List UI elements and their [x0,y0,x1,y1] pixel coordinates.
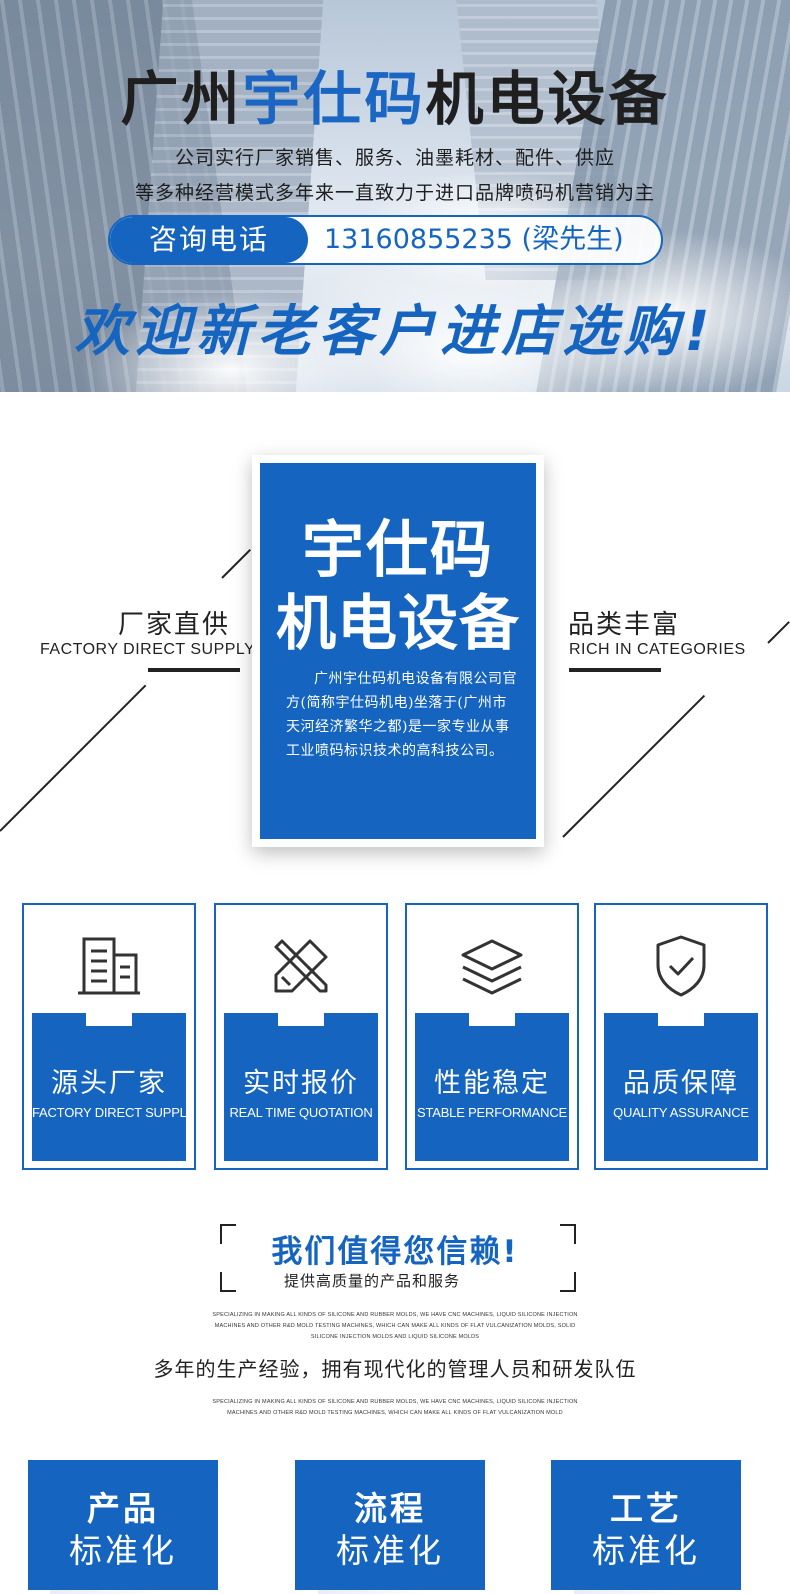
standard-block-title: 流程 [354,1489,426,1528]
welcome-slogan: 欢迎新老客户进店选购! [74,299,716,363]
feature-panel: 实时报价 REAL TIME QUOTATION [224,1012,378,1161]
factory-direct-heading: 厂家直供 [118,610,231,640]
decorative-line [0,684,147,832]
feature-subtitle: REAL TIME QUOTATION [229,1105,373,1120]
company-title-brand: 宇仕码 [242,65,426,133]
consult-phone-label: 咨询电话 [110,217,308,263]
banner-description-line2: 等多种经营模式多年来一直致力于进口品牌喷码机营销为主 [134,182,655,204]
panel-notch [469,1012,515,1026]
factory-direct-underline [148,668,240,672]
fineprint-line: SPECIALIZING IN MAKING ALL KINDS OF SILI… [212,1399,578,1405]
company-title-suffix: 机电设备 [425,65,670,133]
factory-direct-subheading: FACTORY DIRECT SUPPLY [40,641,256,658]
feature-card-performance: 性能稳定 STABLE PERFORMANCE [405,903,579,1170]
rich-categories-underline [569,668,661,672]
standard-block-title: 产品 [87,1489,159,1528]
panel-notch [86,1012,132,1026]
decorative-line [562,694,706,838]
feature-panel: 品质保障 QUALITY ASSURANCE [604,1012,758,1161]
company-intro-card: 宇仕码 机电设备 广州宇仕码机电设备有限公司官方(简称宇仕码机电)坐落于(广州市… [252,455,544,847]
standard-block-craft: 工艺 标准化 [551,1460,741,1590]
feature-card-quality: 品质保障 QUALITY ASSURANCE [594,903,768,1170]
feature-title: 品质保障 [623,1068,739,1099]
standard-block-process: 流程 标准化 [295,1460,485,1590]
feature-title: 源头厂家 [51,1068,167,1099]
rich-categories-subheading: RICH IN CATEGORIES [569,641,746,658]
feature-card-quotation: 实时报价 REAL TIME QUOTATION [214,903,388,1170]
standard-block-title: 工艺 [610,1489,682,1528]
pencil-ruler-icon [274,939,328,993]
rich-categories-heading: 品类丰富 [568,610,681,640]
layers-icon [461,939,523,995]
experience-statement: 多年的生产经验，拥有现代化的管理人员和研发队伍 [153,1357,637,1381]
panel-notch [278,1012,324,1026]
building-icon [78,937,140,995]
shield-check-icon [656,935,706,997]
bracket-corner [220,1272,236,1292]
fineprint-line: SILICONE INJECTION MOLDS AND LIQUID SILI… [310,1334,480,1340]
fineprint-line: MACHINES AND OTHER R&D MOLD TESTING MACH… [214,1323,576,1329]
decorative-line [221,549,251,579]
fineprint-line: SPECIALIZING IN MAKING ALL KINDS OF SILI… [212,1312,578,1318]
consult-phone-number[interactable]: 13160855235 (梁先生) [324,224,624,255]
feature-subtitle: STABLE PERFORMANCE [416,1105,568,1120]
decorative-line [767,621,790,644]
hero-banner: 广州宇仕码机电设备 公司实行厂家销售、服务、油墨耗材、配件、供应 等多种经营模式… [0,0,790,392]
feature-title: 实时报价 [243,1068,359,1099]
standard-block-subtitle: 标准化 [69,1531,177,1570]
company-title: 广州宇仕码机电设备 [0,52,790,136]
card-title-line2: 机电设备 [276,589,520,659]
feature-subtitle: FACTORY DIRECT SUPPLY [32,1105,195,1120]
standard-block-product: 产品 标准化 [28,1460,218,1590]
english-fineprint-1: SPECIALIZING IN MAKING ALL KINDS OF SILI… [0,1310,790,1343]
company-description: 广州宇仕码机电设备有限公司官方(简称宇仕码机电)坐落于(广州市天河经济繁华之都)… [286,671,517,759]
bracket-corner [560,1224,576,1244]
trust-heading: 我们值得您信赖! [271,1234,519,1270]
feature-title: 性能稳定 [434,1068,550,1099]
trust-subheading: 提供高质量的产品和服务 [284,1272,461,1290]
banner-description-line1: 公司实行厂家销售、服务、油墨耗材、配件、供应 [174,147,615,169]
feature-card-factory: 源头厂家 FACTORY DIRECT SUPPLY [22,903,196,1170]
company-title-city: 广州 [120,65,243,133]
bracket-corner [560,1272,576,1292]
consult-phone-pill[interactable]: 咨询电话 13160855235 (梁先生) [108,215,663,265]
standard-block-subtitle: 标准化 [592,1531,700,1570]
feature-panel: 性能稳定 STABLE PERFORMANCE [415,1012,569,1161]
fineprint-line: MACHINES AND OTHER R&D MOLD TESTING MACH… [227,1410,563,1416]
feature-subtitle: QUALITY ASSURANCE [613,1105,749,1120]
feature-panel: 源头厂家 FACTORY DIRECT SUPPLY [32,1012,195,1161]
bracket-corner [220,1224,236,1244]
panel-notch [658,1012,704,1026]
company-intro-panel: 宇仕码 机电设备 广州宇仕码机电设备有限公司官方(简称宇仕码机电)坐落于(广州市… [260,463,536,839]
english-fineprint-2: SPECIALIZING IN MAKING ALL KINDS OF SILI… [0,1397,790,1419]
card-title-line1: 宇仕码 [301,513,494,586]
standard-block-subtitle: 标准化 [336,1531,444,1570]
